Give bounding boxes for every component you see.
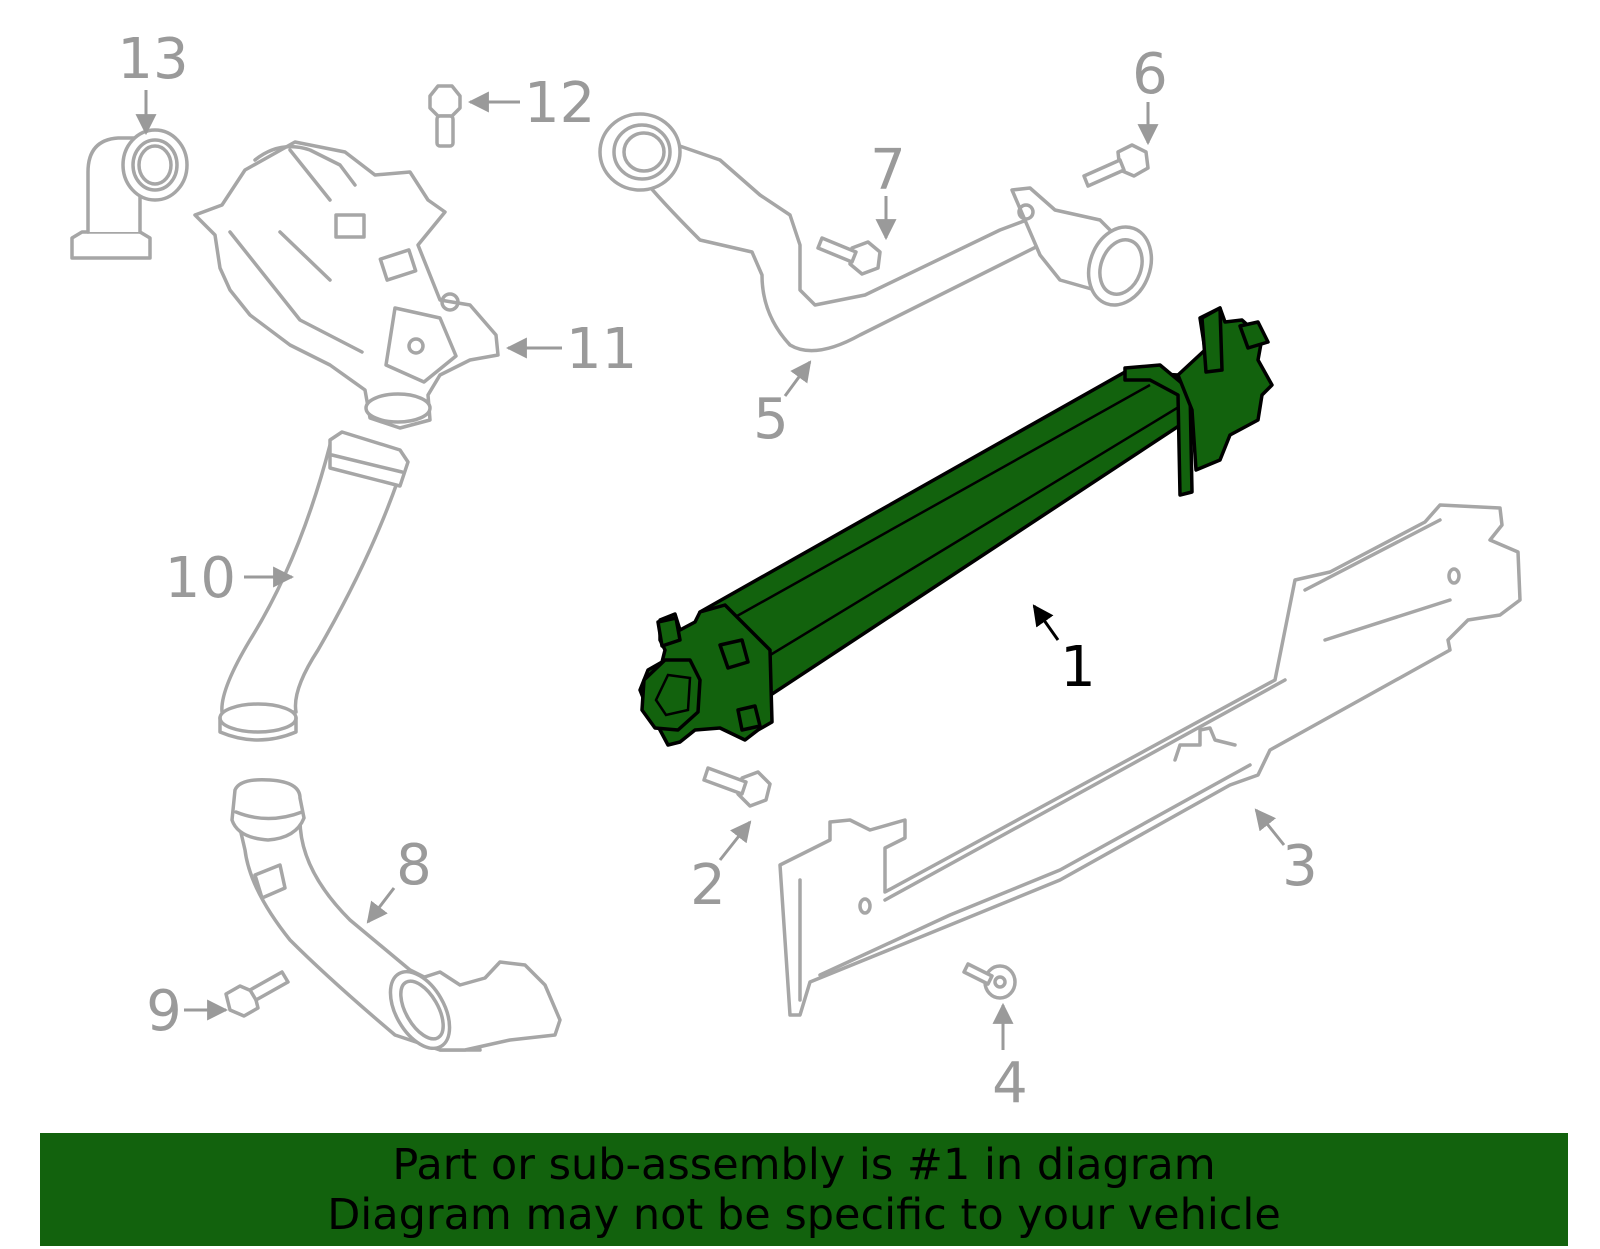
part-8-hose: [230, 777, 562, 1052]
leader-1: [1032, 604, 1060, 641]
leader-3: [1254, 808, 1286, 846]
part-2-bolt: [702, 766, 772, 808]
part-3-reinforcement: [778, 503, 1522, 1017]
callout-13: 13: [117, 27, 188, 92]
part-4-screw: [962, 962, 1017, 1000]
banner-line-2: Diagram may not be specific to your vehi…: [327, 1189, 1281, 1240]
leader-2: [718, 820, 752, 861]
callout-5: 5: [753, 387, 789, 452]
banner-line-1: Part or sub-assembly is #1 in diagram: [392, 1139, 1216, 1190]
part-12-bolt: [428, 84, 462, 148]
leader-arrows: [135, 90, 1286, 1050]
part-7-bolt: [816, 236, 882, 276]
part-5-pipe: [598, 112, 1154, 353]
info-banner: Part or sub-assembly is #1 in diagram Di…: [40, 1133, 1568, 1246]
callout-10: 10: [165, 546, 236, 611]
callout-labels: 13 12 11 10 6 7 5 1 2 3 4 8 9: [117, 27, 1317, 1116]
leader-5: [783, 360, 812, 397]
part-10-hose: [218, 430, 410, 742]
part-6-bolt: [1082, 143, 1150, 188]
callout-12: 12: [524, 71, 595, 136]
part-1-intercooler: [638, 306, 1274, 747]
callout-3: 3: [1282, 834, 1318, 899]
callout-6: 6: [1132, 42, 1168, 107]
callout-2: 2: [690, 853, 726, 918]
part-13-elbow: [70, 128, 189, 260]
callout-1: 1: [1060, 635, 1096, 700]
part-11-housing: [193, 140, 500, 430]
callout-4: 4: [992, 1051, 1028, 1116]
callout-11: 11: [566, 317, 637, 382]
leader-8: [366, 887, 396, 924]
callout-7: 7: [870, 138, 906, 203]
part-9-bolt: [224, 970, 290, 1018]
callout-8: 8: [396, 833, 432, 898]
callout-9: 9: [146, 979, 182, 1044]
